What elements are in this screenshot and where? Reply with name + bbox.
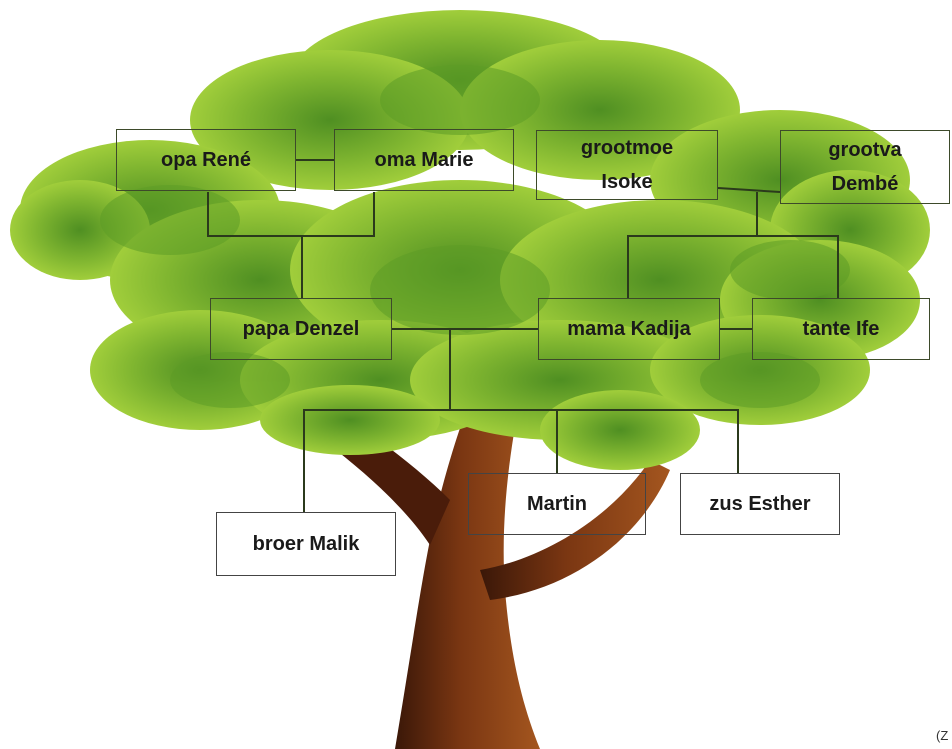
member-label: oma Marie <box>374 149 474 171</box>
member-label: grootmoe Isoke <box>580 137 674 193</box>
member-label: opa René <box>160 149 252 171</box>
member-mama-kadija: mama Kadija <box>538 298 720 360</box>
member-opa-rene: opa René <box>116 129 296 191</box>
member-label: Martin <box>527 493 587 515</box>
image-credit: (Z <box>936 728 949 743</box>
member-broer-malik: broer Malik <box>216 512 396 576</box>
member-tante-ife: tante Ife <box>752 298 930 360</box>
member-label: tante Ife <box>802 318 880 340</box>
member-oma-marie: oma Marie <box>334 129 514 191</box>
connector-lines <box>207 159 839 512</box>
member-martin: Martin <box>468 473 646 535</box>
member-grootmoe-isoke: grootmoe Isoke <box>536 130 718 200</box>
member-label: papa Denzel <box>242 318 360 340</box>
member-label: grootva Dembé <box>828 139 902 195</box>
member-papa-denzel: papa Denzel <box>210 298 392 360</box>
member-label: zus Esther <box>709 493 811 515</box>
member-zus-esther: zus Esther <box>680 473 840 535</box>
member-grootva-dembe: grootva Dembé <box>780 130 950 204</box>
tree-foliage <box>10 10 930 470</box>
member-label: broer Malik <box>252 533 360 555</box>
member-label: mama Kadija <box>567 318 691 340</box>
